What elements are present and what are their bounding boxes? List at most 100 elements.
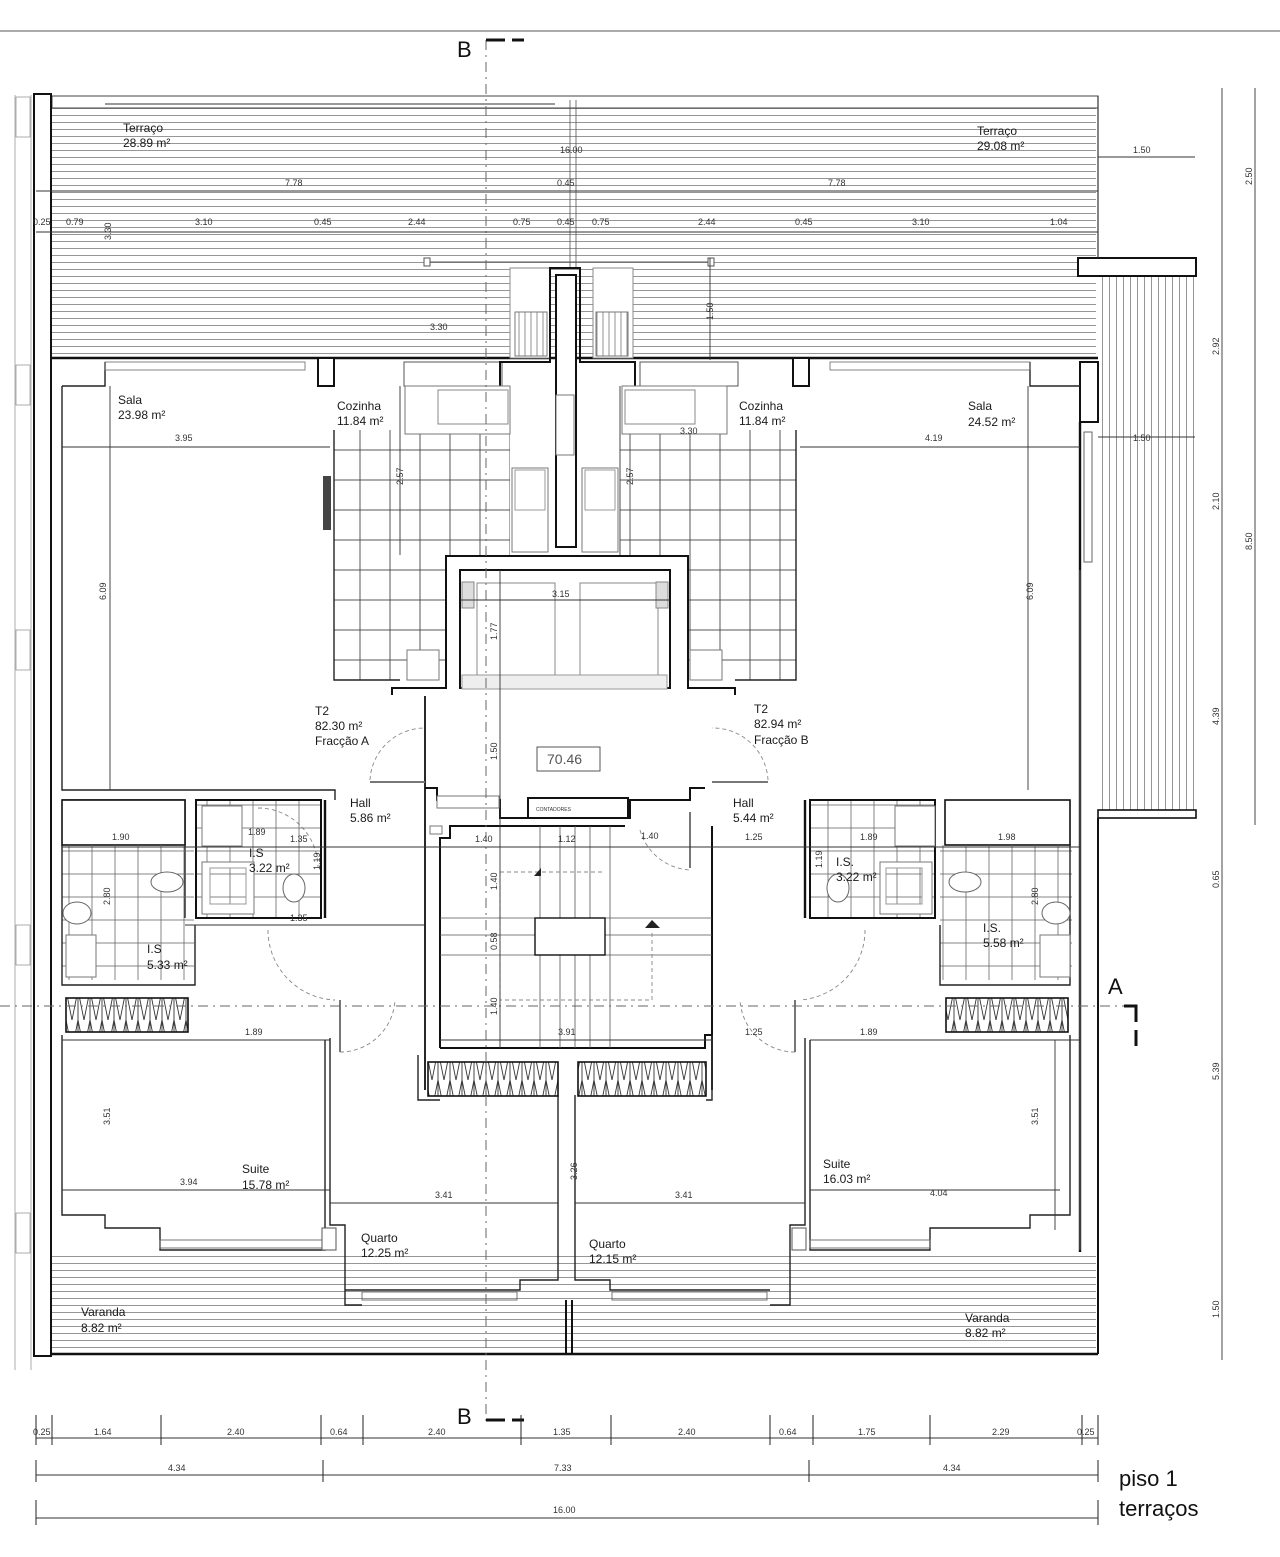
svg-text:3.51: 3.51 (102, 1107, 112, 1125)
room-quarto-a-name: Quarto (361, 1231, 398, 1245)
room-cozinha-a-name: Cozinha (337, 399, 381, 413)
svg-text:1.77: 1.77 (489, 622, 499, 640)
room-is-small-a-name: I.S (249, 846, 264, 860)
svg-text:0.64: 0.64 (330, 1427, 348, 1437)
svg-text:3.10: 3.10 (195, 217, 213, 227)
room-sala-b-area: 24.52 m² (968, 415, 1015, 429)
svg-text:2.40: 2.40 (227, 1427, 245, 1437)
room-quarto-b-area: 12.15 m² (589, 1252, 636, 1266)
room-terraco-b-area: 29.08 m² (977, 139, 1024, 153)
svg-text:2.10: 2.10 (1211, 492, 1221, 510)
room-quarto-b-name: Quarto (589, 1237, 626, 1251)
svg-text:0.25: 0.25 (33, 1427, 51, 1437)
svg-text:8.50: 8.50 (1244, 532, 1254, 550)
room-is-small-b-area: 3.22 m² (836, 870, 877, 884)
unit-a-type: T2 (315, 704, 329, 718)
svg-text:1.40: 1.40 (475, 834, 493, 844)
room-varanda-b-area: 8.82 m² (965, 1326, 1006, 1340)
svg-text:3.94: 3.94 (180, 1177, 198, 1187)
svg-text:1.89: 1.89 (245, 1027, 263, 1037)
room-hall-a-name: Hall (350, 796, 371, 810)
unit-b-name: Fracção B (754, 733, 809, 747)
room-suite-a-area: 15.78 m² (242, 1178, 289, 1192)
svg-text:0.45: 0.45 (557, 217, 575, 227)
svg-text:0.45: 0.45 (557, 178, 575, 188)
svg-text:3.15: 3.15 (552, 589, 570, 599)
unit-a-area: 82.30 m² (315, 719, 362, 733)
room-sala-b-name: Sala (968, 399, 992, 413)
svg-text:16.00: 16.00 (553, 1505, 576, 1515)
room-is-large-a-area: 5.33 m² (147, 958, 188, 972)
room-suite-a-name: Suite (242, 1162, 270, 1176)
svg-text:1.40: 1.40 (489, 872, 499, 890)
svg-text:3.26: 3.26 (569, 1162, 579, 1180)
svg-text:3.41: 3.41 (675, 1190, 693, 1200)
room-hall-a-area: 5.86 m² (350, 811, 391, 825)
room-varanda-a-area: 8.82 m² (81, 1321, 122, 1335)
svg-text:2.40: 2.40 (428, 1427, 446, 1437)
svg-text:1.90: 1.90 (112, 832, 130, 842)
svg-text:1.25: 1.25 (745, 1027, 763, 1037)
svg-text:4.04: 4.04 (930, 1188, 948, 1198)
svg-text:2.40: 2.40 (678, 1427, 696, 1437)
svg-text:1.64: 1.64 (94, 1427, 112, 1437)
svg-text:0.58: 0.58 (489, 932, 499, 950)
svg-text:1.40: 1.40 (489, 997, 499, 1015)
svg-text:3.10: 3.10 (912, 217, 930, 227)
room-suite-b-area: 16.03 m² (823, 1172, 870, 1186)
svg-text:2.57: 2.57 (625, 467, 635, 485)
room-cozinha-b-name: Cozinha (739, 399, 783, 413)
room-is-small-b-name: I.S. (836, 855, 854, 869)
room-is-large-b-area: 5.58 m² (983, 936, 1024, 950)
door-swings (257, 727, 866, 1053)
svg-text:0.64: 0.64 (779, 1427, 797, 1437)
svg-text:2.80: 2.80 (1030, 887, 1040, 905)
drawing-title-subtitle: terraços (1119, 1496, 1198, 1521)
svg-text:4.39: 4.39 (1211, 707, 1221, 725)
svg-text:1.89: 1.89 (248, 827, 266, 837)
common-area-value: 70.46 (547, 751, 582, 767)
elevator-core (391, 555, 736, 695)
section-marker-b-bottom: B (457, 1404, 472, 1429)
room-varanda-a-name: Varanda (81, 1305, 126, 1319)
dimension-lines (35, 88, 1256, 1525)
svg-text:5.39: 5.39 (1211, 1062, 1221, 1080)
svg-text:4.34: 4.34 (943, 1463, 961, 1473)
svg-text:3.30: 3.30 (103, 222, 113, 240)
room-suite-b-name: Suite (823, 1157, 851, 1171)
section-marker-a: A (1108, 974, 1123, 999)
svg-text:1.89: 1.89 (860, 832, 878, 842)
common-area-box (536, 746, 601, 772)
svg-text:1.19: 1.19 (814, 850, 824, 868)
room-sala-a-area: 23.98 m² (118, 408, 165, 422)
svg-text:1.35: 1.35 (553, 1427, 571, 1437)
svg-text:0.25: 0.25 (33, 217, 51, 227)
svg-text:1.98: 1.98 (998, 832, 1016, 842)
svg-text:1.50: 1.50 (489, 742, 499, 760)
section-marker-b-top: B (457, 37, 472, 62)
windows-top (104, 357, 1031, 387)
svg-text:1.35: 1.35 (290, 913, 308, 923)
svg-text:7.78: 7.78 (828, 178, 846, 188)
svg-text:1.25: 1.25 (745, 832, 763, 842)
room-is-large-a-name: I.S (147, 942, 162, 956)
svg-text:2.50: 2.50 (1244, 167, 1254, 185)
svg-text:7.78: 7.78 (285, 178, 303, 188)
room-terraco-a-name: Terraço (123, 121, 163, 135)
drawing-title-floor: piso 1 (1119, 1466, 1178, 1491)
svg-text:1.50: 1.50 (1133, 433, 1151, 443)
svg-text:0.79: 0.79 (66, 217, 84, 227)
svg-text:0.65: 0.65 (1211, 870, 1221, 888)
room-hall-b-name: Hall (733, 796, 754, 810)
central-shaft (423, 257, 715, 548)
stair-core (424, 696, 713, 1090)
svg-text:3.51: 3.51 (1030, 1107, 1040, 1125)
unit-b-area: 82.94 m² (754, 717, 801, 731)
svg-text:1.19: 1.19 (312, 852, 322, 870)
svg-text:2.29: 2.29 (992, 1427, 1010, 1437)
room-sala-a-name: Sala (118, 393, 142, 407)
svg-text:0.45: 0.45 (314, 217, 332, 227)
svg-text:3.30: 3.30 (680, 426, 698, 436)
unit-a-walls (61, 789, 559, 1306)
room-cozinha-a-area: 11.84 m² (337, 414, 383, 428)
